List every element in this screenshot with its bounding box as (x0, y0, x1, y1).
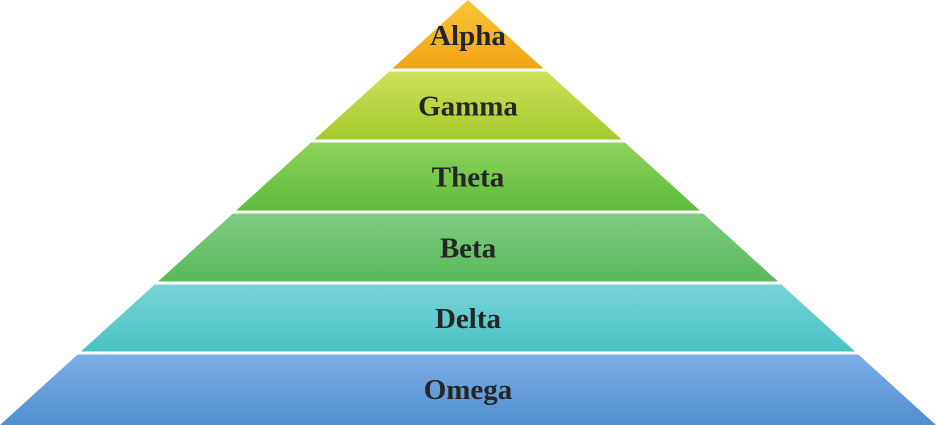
pyramid-level-shape (158, 213, 778, 282)
pyramid-level-label: Gamma (418, 91, 518, 123)
pyramid-level-shape (314, 71, 622, 140)
pyramid-level-shape (80, 284, 856, 352)
pyramid-level-gamma: Gamma (314, 71, 622, 140)
pyramid-level-alpha: Alpha (392, 0, 544, 69)
pyramid-level-label: Beta (440, 233, 497, 265)
pyramid-level-label: Theta (432, 162, 505, 194)
pyramid-level-shape (0, 354, 936, 425)
pyramid-level-delta: Delta (80, 284, 856, 352)
pyramid-level-shape (236, 142, 700, 211)
pyramid-level-theta: Theta (236, 142, 700, 211)
pyramid-level-label: Alpha (430, 20, 506, 52)
pyramid-level-label: Omega (424, 374, 513, 406)
pyramid-level-shape (392, 0, 544, 69)
pyramid-level-omega: Omega (0, 354, 936, 425)
pyramid-level-beta: Beta (158, 213, 778, 282)
pyramid-level-label: Delta (435, 303, 502, 335)
